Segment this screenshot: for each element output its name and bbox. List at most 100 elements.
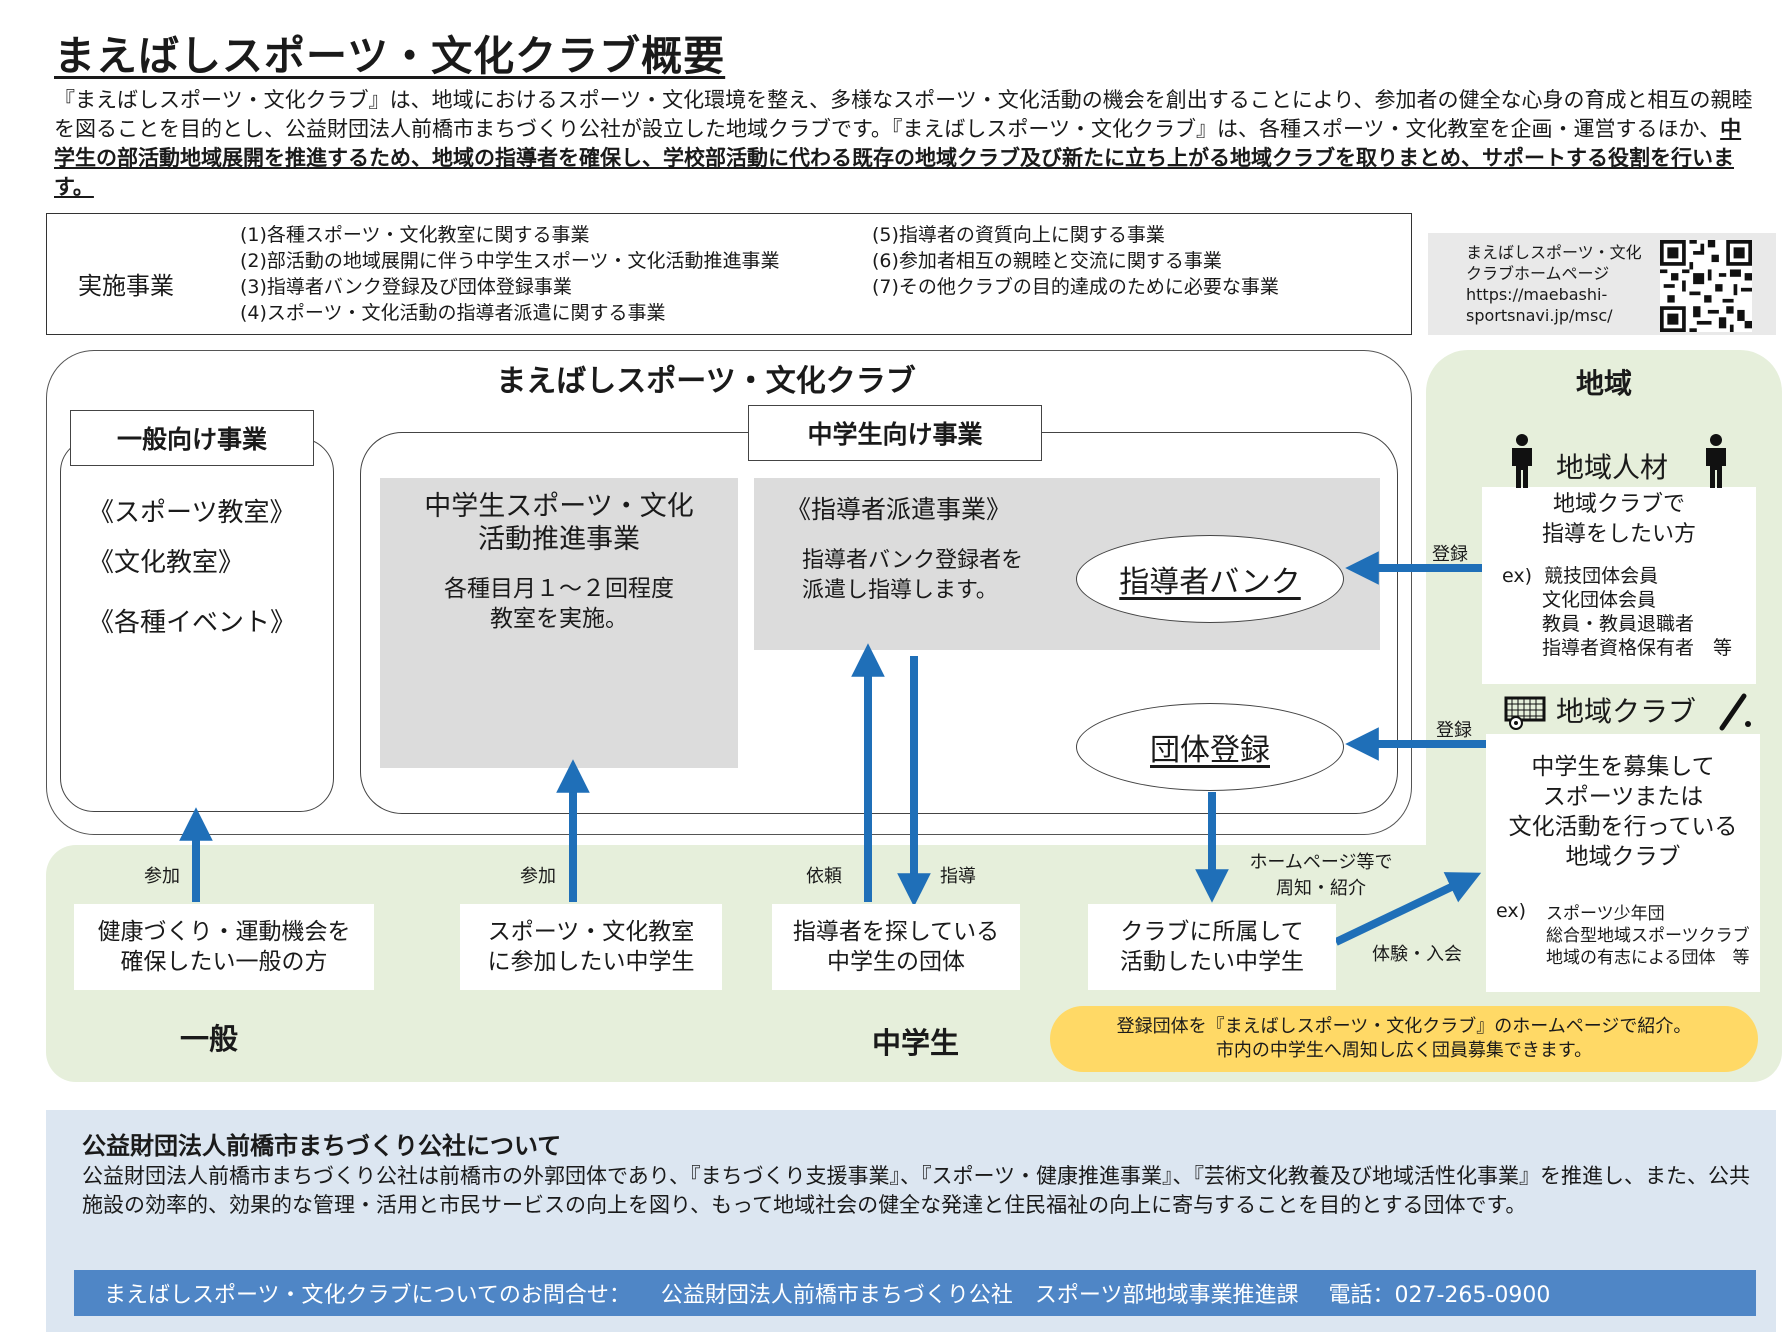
homepage-line: クラブホームページ	[1466, 264, 1610, 283]
people-example: 文化団体会員	[1542, 589, 1657, 611]
homepage-text: まえばしスポーツ・文化 クラブホームページ https://maebashi- …	[1466, 242, 1642, 326]
local-club-main: 中学生を募集して スポーツまたは 文化活動を行っている 地域クラブ	[1486, 752, 1760, 872]
card-line: 中学生の団体	[827, 949, 965, 975]
general-label: 一般	[180, 1022, 239, 1056]
register-label-club: 登録	[1436, 720, 1472, 741]
general-item-sports: 《スポーツ教室》	[88, 498, 296, 528]
business-item: (4)スポーツ・文化活動の指導者派遣に関する事業	[240, 302, 666, 324]
local-club-example: 総合型地域スポーツクラブ	[1546, 926, 1750, 946]
trial-label: 体験・入会	[1372, 944, 1462, 965]
person-icon	[1512, 434, 1532, 488]
promotion-body: 各種目月１～２回程度 教室を実施。	[380, 574, 738, 634]
people-example: 教員・教員退職者	[1542, 613, 1695, 635]
bat-icon	[1719, 693, 1751, 731]
person-icon	[1706, 434, 1726, 488]
homepage-line: まえばしスポーツ・文化	[1466, 243, 1642, 262]
local-club-ex-label: ex)	[1496, 900, 1527, 922]
card-line: クラブに所属して	[1120, 919, 1304, 945]
intro-text: 『まえばしスポーツ・文化クラブ』は、地域におけるスポーツ・文化環境を整え、多様な…	[54, 86, 1754, 202]
business-item: (6)参加者相互の親睦と交流に関する事業	[872, 250, 1222, 272]
local-club-example: スポーツ少年団	[1546, 904, 1665, 924]
dispatch-title: 《指導者派遣事業》	[786, 495, 1012, 524]
general-item-culture: 《文化教室》	[88, 548, 245, 578]
business-box	[46, 213, 1412, 335]
general-services-head: 一般向け事業	[70, 410, 314, 466]
note-line: 市内の中学生へ周知し広く団員募集できます。	[1215, 1040, 1593, 1061]
dispatch-body-line: 派遣し指導します。	[802, 578, 998, 603]
page-title: まえばしスポーツ・文化クラブ概要	[54, 32, 726, 80]
junior-student-card: スポーツ・文化教室 に参加したい中学生	[460, 904, 722, 990]
people-main-line: 指導をしたい方	[1541, 522, 1696, 547]
join-label-general: 参加	[144, 866, 180, 887]
register-label-people: 登録	[1432, 544, 1468, 565]
promotion-body-line: 各種目月１～２回程度	[444, 576, 674, 602]
region-title: 地域	[1575, 367, 1632, 400]
card-line: 確保したい一般の方	[120, 949, 328, 975]
people-ex-label: ex)	[1502, 565, 1533, 587]
local-club-main-line: 文化活動を行っている	[1508, 814, 1738, 840]
homepage-url[interactable]: sportsnavi.jp/msc/	[1466, 306, 1613, 325]
local-club-examples: スポーツ少年団 総合型地域スポーツクラブ 地域の有志による団体 等	[1546, 903, 1750, 969]
business-item: (3)指導者バンク登録及び団体登録事業	[240, 276, 572, 298]
business-item: (2)部活動の地域展開に伴う中学生スポーツ・文化活動推進事業	[240, 250, 780, 272]
people-head: 地域人材	[1556, 451, 1669, 484]
card-line: 指導者を探している	[792, 919, 1000, 945]
contact-phone[interactable]: 電話：027-265-0900	[1328, 1283, 1551, 1308]
card-line: に参加したい中学生	[487, 949, 695, 975]
business-list-left: (1)各種スポーツ・文化教室に関する事業 (2)部活動の地域展開に伴う中学生スポ…	[240, 222, 780, 326]
card-line: 活動したい中学生	[1120, 949, 1304, 975]
contact-org: 公益財団法人前橋市まちづくり公社 スポーツ部地域事業推進課	[660, 1283, 1299, 1308]
guide-label: 指導	[940, 866, 976, 887]
student-group-card: 指導者を探している 中学生の団体	[772, 904, 1020, 990]
local-club-main-line: スポーツまたは	[1542, 784, 1704, 810]
arrow-trial	[1334, 872, 1482, 946]
club-seeking-student-card: クラブに所属して 活動したい中学生	[1088, 904, 1336, 990]
instructor-bank-oval[interactable]: 指導者バンク	[1076, 535, 1344, 623]
join-label-junior: 参加	[520, 866, 556, 887]
promotion-body-line: 教室を実施。	[490, 606, 628, 632]
qr-code-icon[interactable]	[1660, 240, 1752, 332]
general-item-events: 《各種イベント》	[88, 608, 297, 638]
local-club-example: 地域の有志による団体 等	[1546, 948, 1750, 968]
promotion-title: 中学生スポーツ・文化 活動推進事業	[380, 490, 738, 556]
card-line: スポーツ・文化教室	[487, 919, 695, 945]
business-item: (7)その他クラブの目的達成のために必要な事業	[872, 276, 1279, 298]
intro-normal: 『まえばしスポーツ・文化クラブ』は、地域におけるスポーツ・文化環境を整え、多様な…	[54, 88, 1753, 141]
people-example: 競技団体会員	[1544, 565, 1659, 587]
people-example: 指導者資格保有者 等	[1542, 637, 1733, 659]
contact-bar: まえばしスポーツ・文化クラブについてのお問合せ： 公益財団法人前橋市まちづくり公…	[74, 1270, 1756, 1316]
homepage-url[interactable]: https://maebashi-	[1466, 285, 1608, 304]
club-title: まえばしスポーツ・文化クラブ	[496, 364, 916, 399]
card-line: 健康づくり・運動機会を	[97, 919, 351, 945]
local-club-head: 地域クラブ	[1556, 695, 1697, 728]
announce-label-line: ホームページ等で	[1249, 852, 1393, 873]
general-public-card: 健康づくり・運動機会を 確保したい一般の方	[74, 904, 374, 990]
contact-label: まえばしスポーツ・文化クラブについてのお問合せ：	[104, 1283, 631, 1308]
business-label: 実施事業	[78, 272, 174, 300]
local-club-main-line: 中学生を募集して	[1531, 754, 1715, 780]
dispatch-body: 指導者バンク登録者を 派遣し指導します。	[802, 546, 1023, 606]
announce-label-line: 周知・紹介	[1276, 878, 1366, 899]
group-registration-oval[interactable]: 団体登録	[1076, 703, 1344, 791]
local-club-box	[1486, 734, 1760, 992]
business-list-right: (5)指導者の資質向上に関する事業 (6)参加者相互の親睦と交流に関する事業 (…	[872, 222, 1279, 300]
promotion-title-line: 中学生スポーツ・文化	[424, 491, 694, 522]
people-examples: ex) 競技団体会員 文化団体会員 教員・教員退職者 指導者資格保有者 等	[1502, 564, 1732, 660]
intro-emphasis: 中学生の部活動地域展開を推進するため、地域の指導者を確保し、学校部活動に代わる既…	[54, 117, 1742, 199]
general-services-box	[60, 438, 334, 812]
about-body: 公益財団法人前橋市まちづくり公社は前橋市の外郭団体であり、『まちづくり支援事業』…	[82, 1164, 1751, 1217]
people-main: 地域クラブで 指導をしたい方	[1482, 490, 1756, 550]
dispatch-body-line: 指導者バンク登録者を	[802, 548, 1024, 573]
registered-group-note: 登録団体を『まえばしスポーツ・文化クラブ』のホームページで紹介。 市内の中学生へ…	[1050, 1006, 1758, 1072]
promotion-title-line: 活動推進事業	[478, 524, 640, 555]
junior-services-head: 中学生向け事業	[748, 405, 1042, 461]
people-main-line: 地域クラブで	[1552, 492, 1685, 517]
local-club-main-line: 地域クラブ	[1565, 844, 1681, 870]
business-item: (1)各種スポーツ・文化教室に関する事業	[240, 224, 590, 246]
junior-label: 中学生	[872, 1026, 960, 1060]
business-item: (5)指導者の資質向上に関する事業	[872, 224, 1165, 246]
people-box	[1482, 487, 1756, 684]
note-line: 登録団体を『まえばしスポーツ・文化クラブ』のホームページで紹介。	[1116, 1016, 1692, 1037]
request-label: 依頼	[806, 866, 842, 887]
